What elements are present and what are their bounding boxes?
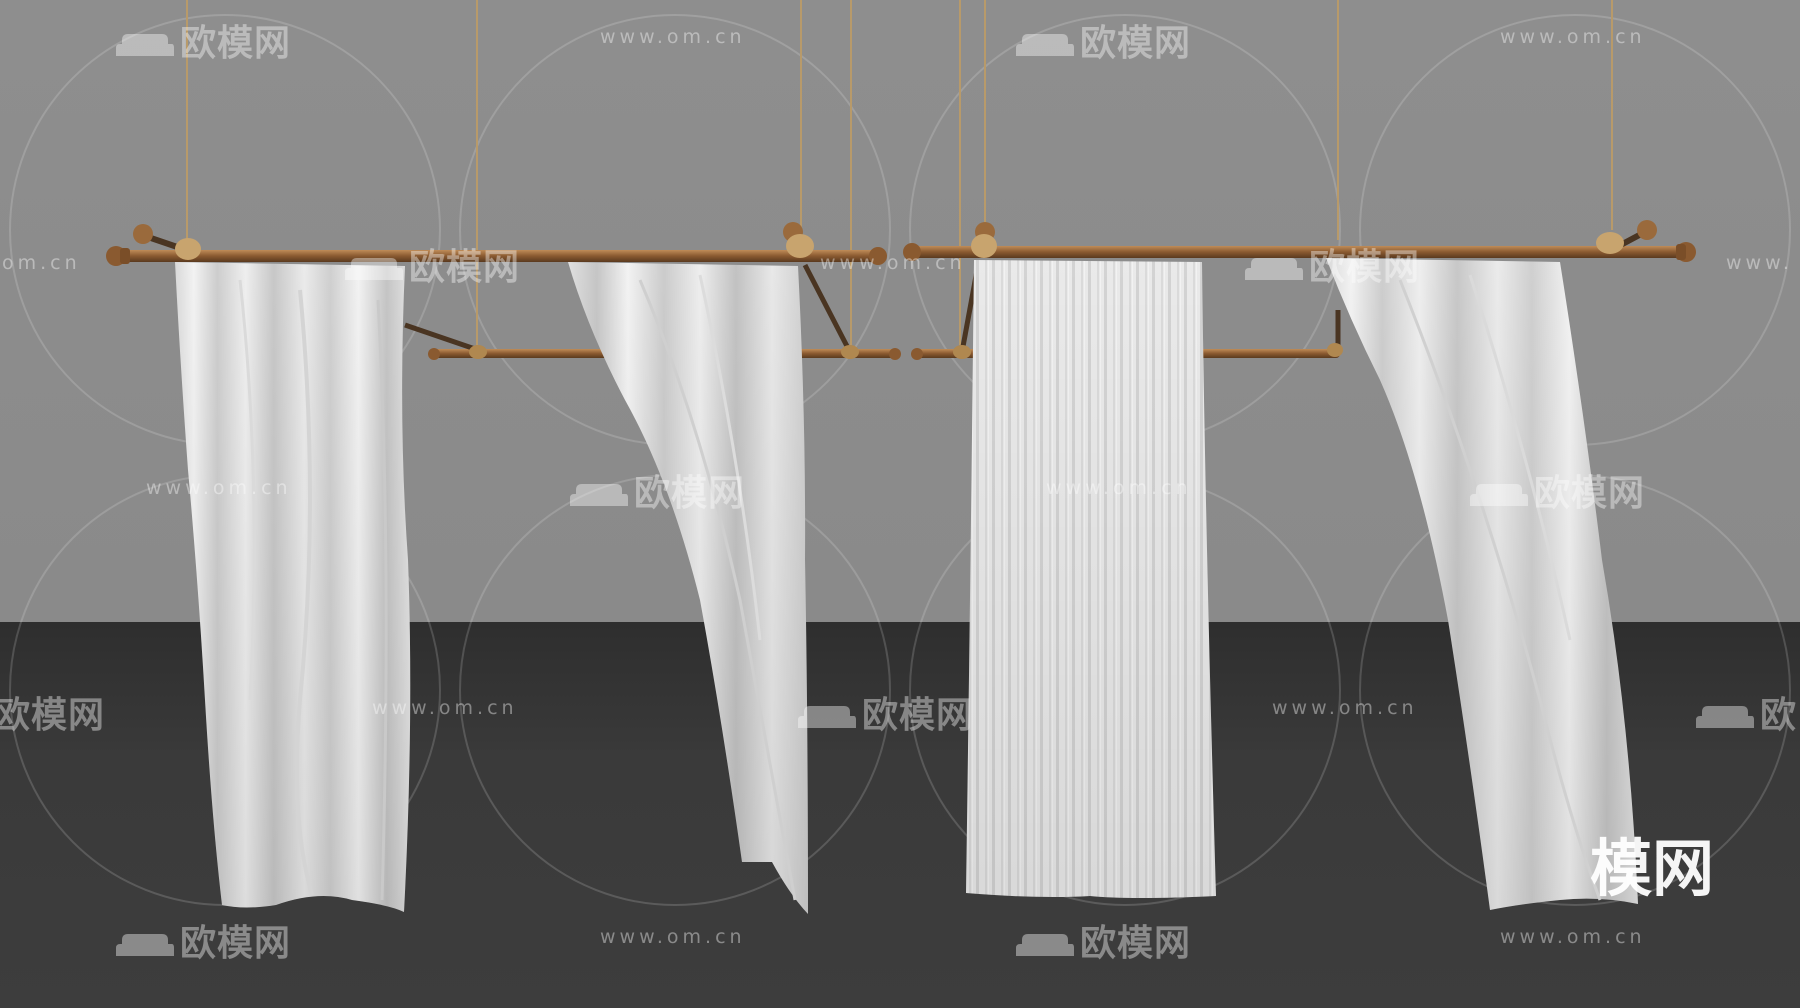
curtain-panels [175, 258, 1638, 914]
upper-curtain-rods [106, 220, 1696, 266]
hanging-ropes [186, 0, 1613, 345]
